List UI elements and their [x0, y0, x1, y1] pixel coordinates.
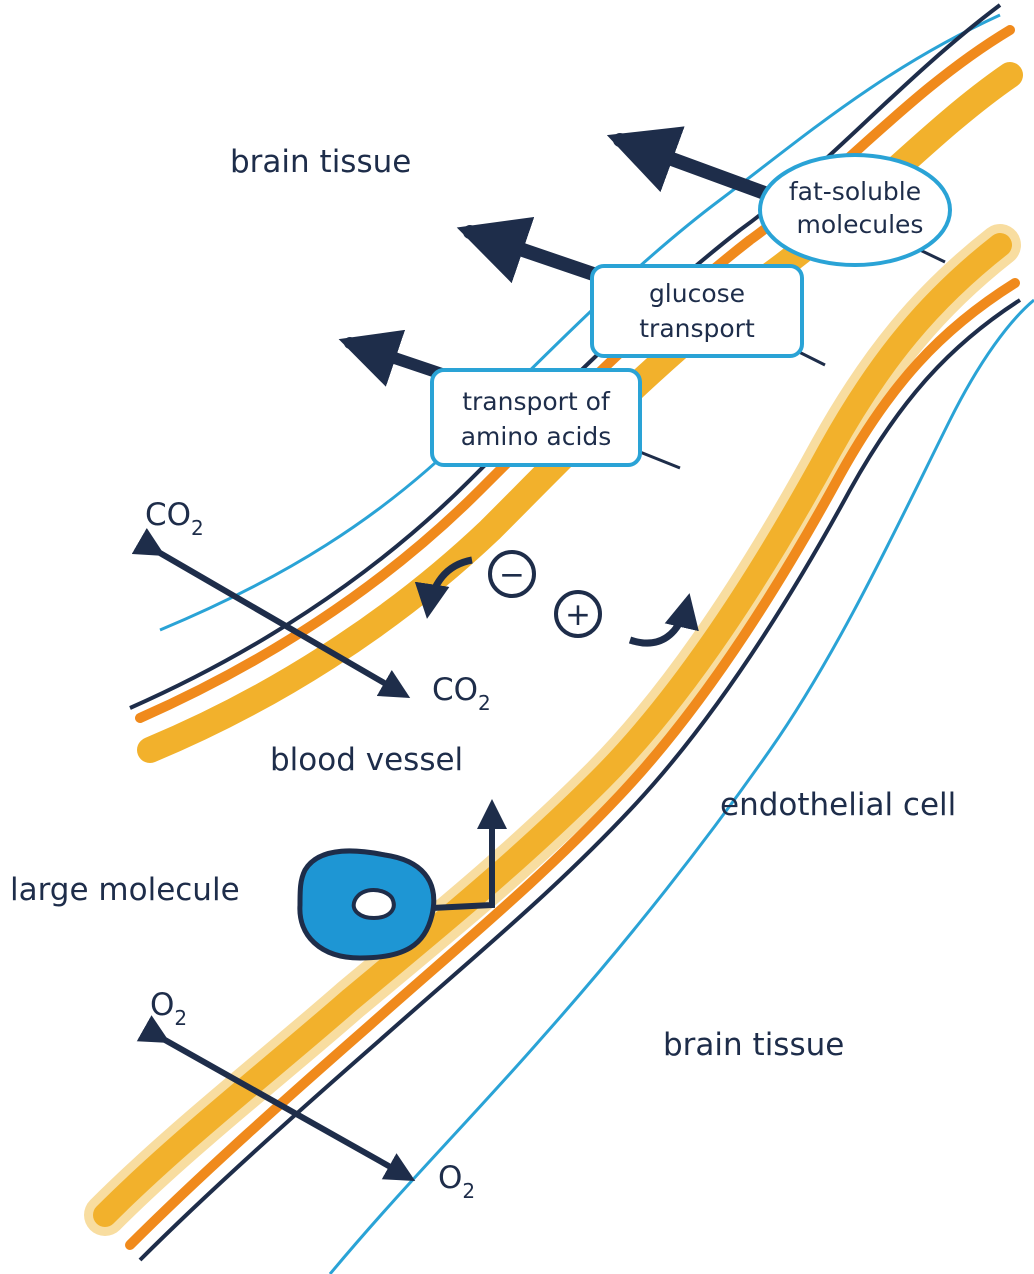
amino-line2: amino acids: [461, 422, 612, 451]
glucose-transport-box: glucose transport: [592, 266, 802, 356]
brain-tissue-top-label: brain tissue: [230, 144, 411, 180]
amino-line1: transport of: [462, 387, 611, 416]
fat-soluble-tail: [920, 250, 945, 262]
plus-sign: +: [565, 597, 591, 633]
fat-soluble-arrow: [620, 140, 770, 195]
co2-top-label: CO2: [145, 497, 204, 540]
upper-outer-membrane: [160, 15, 1000, 630]
fat-soluble-line1: fat-soluble: [789, 177, 921, 206]
large-molecule-core: [354, 890, 394, 918]
fat-soluble-box: fat-soluble molecules: [760, 155, 950, 265]
fat-soluble-line2: molecules: [797, 210, 924, 239]
glucose-arrow: [470, 232, 605, 278]
large-molecule-label: large molecule: [10, 872, 240, 908]
o2-top-label: O2: [150, 987, 187, 1030]
glucose-line2: transport: [639, 314, 755, 343]
o2-bottom-label: O2: [438, 1160, 475, 1203]
co2-bottom-label: CO2: [432, 672, 491, 715]
blood-vessel-label: blood vessel: [270, 742, 463, 778]
endothelial-cell-label: endothelial cell: [720, 787, 956, 823]
minus-sign: −: [499, 557, 525, 593]
amino-acids-box: transport of amino acids: [432, 370, 640, 465]
brain-tissue-bottom-label: brain tissue: [663, 1027, 844, 1063]
glucose-line1: glucose: [649, 279, 745, 308]
plus-curved-arrow: [630, 600, 688, 643]
amino-acids-arrow: [350, 343, 445, 375]
